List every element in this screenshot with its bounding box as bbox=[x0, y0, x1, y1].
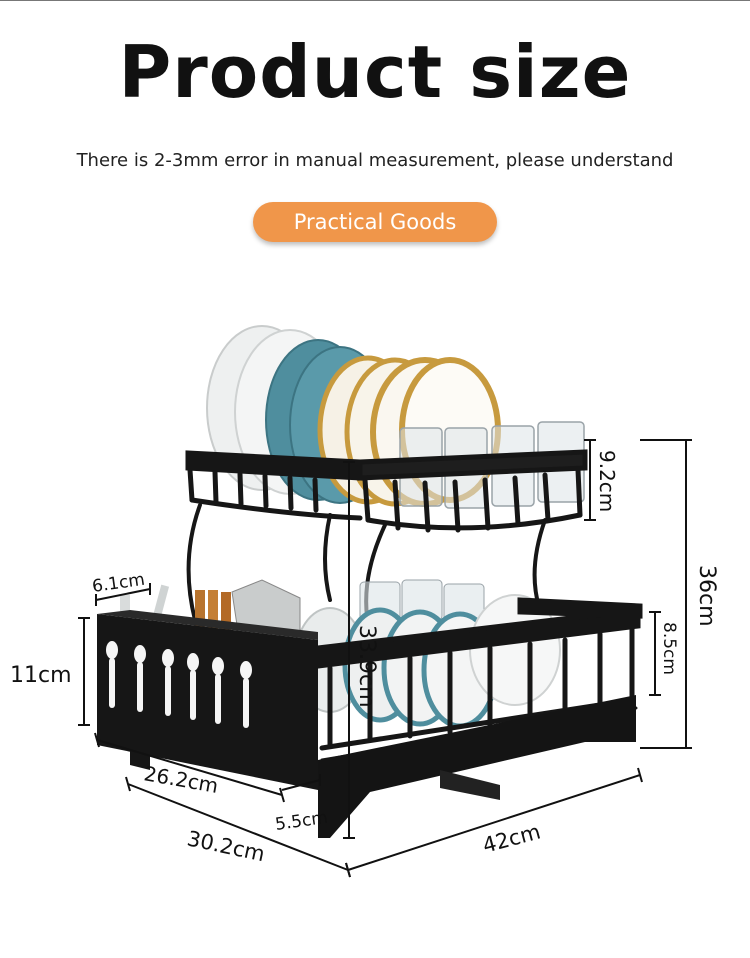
dim-utensil-width: 6.1cm bbox=[91, 570, 146, 597]
dish-rack-illustration: 6.1cm 11cm 9.2cm 36cm 8.5cm 33.9cm 26.2c… bbox=[10, 325, 719, 878]
brand-badge: Practical Goods bbox=[253, 202, 497, 242]
dim-depth: 30.2cm bbox=[185, 826, 267, 866]
dim-total-height: 36cm bbox=[694, 565, 719, 627]
dim-utensil-height: 11cm bbox=[10, 663, 72, 688]
dim-top-tier-height: 9.2cm bbox=[595, 450, 619, 512]
dim-inner-height: 33.9cm bbox=[354, 625, 379, 708]
dimension-lines bbox=[78, 439, 692, 878]
utensil-holder bbox=[97, 579, 318, 790]
top-divider bbox=[0, 0, 750, 1]
dim-lower-side-height: 8.5cm bbox=[659, 622, 679, 675]
dim-width: 42cm bbox=[480, 819, 543, 857]
measurement-note: There is 2-3mm error in manual measureme… bbox=[76, 150, 674, 171]
page-title: Product size bbox=[118, 30, 632, 114]
drip-tray bbox=[318, 695, 636, 838]
